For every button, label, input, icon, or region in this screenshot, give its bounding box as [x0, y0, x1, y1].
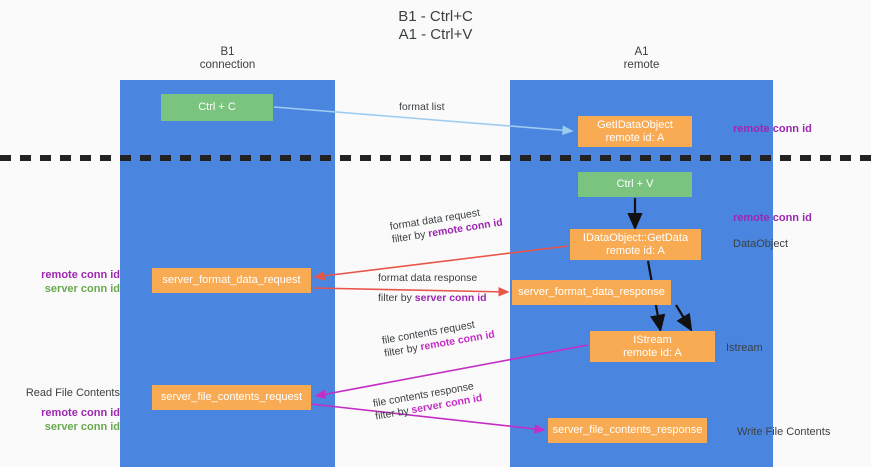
node-ctrl-c[interactable]: Ctrl + C — [161, 94, 273, 121]
node-get-idataobject-sub: remote id: A — [605, 131, 665, 144]
annotation-group-left-mid: remote conn id server conn id — [16, 268, 120, 296]
annotation-left-mid-server: server conn id — [44, 283, 120, 295]
node-idataobject-getdata-label: IDataObject::GetData — [582, 231, 689, 244]
annotation-group-left-bottom: Read File Contents remote conn id server… — [14, 386, 120, 434]
node-ctrl-v[interactable]: Ctrl + V — [578, 172, 692, 197]
annotation-read-file-contents: Read File Contents — [25, 387, 120, 399]
swimlane-header-a1: A1 remote — [510, 46, 773, 72]
edge-file-contents-request — [314, 344, 589, 399]
node-ctrl-c-label: Ctrl + C — [198, 101, 236, 113]
annotation-left-bottom-server: server conn id — [44, 421, 120, 433]
edge-label-fdresp-line1: format data response — [378, 272, 478, 284]
node-server-format-data-response-label: server_format_data_response — [518, 286, 665, 298]
swimlane-a1-name: A1 — [634, 46, 649, 58]
node-server-file-contents-response[interactable]: server_file_contents_response — [548, 418, 707, 443]
swimlane-b1-name: B1 — [220, 46, 235, 58]
node-get-idataobject[interactable]: GetIDataObject remote id: A — [578, 116, 692, 147]
node-istream[interactable]: IStream remote id: A — [590, 331, 715, 362]
annotation-istream: Istream — [726, 342, 763, 354]
edge-label-fdresp-key: server conn id — [414, 292, 487, 304]
annotation-write-file-contents: Write File Contents — [737, 426, 831, 438]
edge-label-format-data-response: format data response filter by server co… — [378, 272, 487, 305]
annotation-dataobject: DataObject — [733, 238, 789, 250]
edge-label-fdresp-line2: filter by server conn id — [378, 292, 487, 305]
node-idataobject-getdata[interactable]: IDataObject::GetData remote id: A — [570, 229, 701, 260]
node-server-format-data-request[interactable]: server_format_data_request — [152, 268, 311, 293]
swimlane-b1-role: connection — [199, 59, 256, 71]
edge-label-format-list-text: format list — [399, 101, 445, 113]
node-server-file-contents-request[interactable]: server_file_contents_request — [152, 385, 311, 410]
edge-label-fdresp-prefix: filter by — [378, 292, 415, 304]
edge-response-to-istream — [675, 304, 693, 332]
node-server-file-contents-response-label: server_file_contents_response — [552, 424, 703, 436]
node-ctrl-v-label: Ctrl + V — [616, 178, 654, 190]
node-get-idataobject-label: GetIDataObject — [597, 118, 673, 131]
node-server-format-data-response[interactable]: server_format_data_response — [512, 280, 671, 305]
annotation-remote-conn-id-top: remote conn id — [733, 123, 812, 135]
node-idataobject-getdata-sub: remote id: A — [606, 244, 665, 257]
title-line-2: A1 - Ctrl+V — [398, 26, 473, 43]
edge-format-data-response — [312, 287, 510, 297]
page-title: B1 - Ctrl+C A1 - Ctrl+V — [0, 8, 871, 44]
node-server-format-data-request-label: server_format_data_request — [162, 274, 301, 286]
annotation-left-mid-remote: remote conn id — [41, 269, 120, 281]
annotation-left-bottom-remote: remote conn id — [41, 407, 120, 419]
edge-file-contents-response — [310, 403, 546, 434]
edge-label-format-list: format list — [399, 101, 445, 114]
node-server-file-contents-request-label: server_file_contents_request — [160, 391, 303, 403]
title-line-1: B1 - Ctrl+C — [398, 8, 473, 25]
swimlane-header-b1: B1 connection — [120, 46, 335, 72]
edge-format-data-request — [313, 245, 569, 281]
edge-format-list — [273, 106, 574, 136]
swimlane-a1-role: remote — [623, 59, 660, 71]
annotation-remote-conn-id-mid: remote conn id — [733, 212, 812, 224]
node-istream-sub: remote id: A — [623, 346, 682, 359]
phase-divider — [0, 155, 871, 161]
node-istream-label: IStream — [633, 333, 672, 346]
